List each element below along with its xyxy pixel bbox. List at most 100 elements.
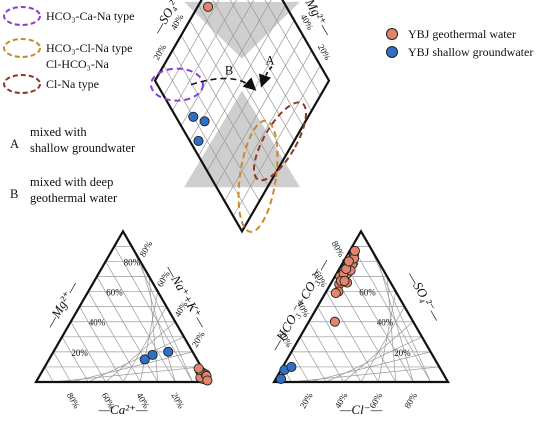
process-note-key: A	[10, 137, 19, 151]
axis-label-mg: —Mg²⁺—	[42, 278, 81, 331]
water-type-legend-ellipse	[3, 6, 41, 26]
anion-grid-line	[386, 276, 397, 383]
cation-grid-line	[148, 276, 159, 383]
anion-tick-label: 60%	[359, 288, 376, 298]
ellipse-hco3-cl-na	[237, 119, 279, 233]
shallow-point-diamond	[188, 111, 199, 122]
shallow-point-cation	[163, 346, 174, 357]
cation-grid-line	[87, 291, 141, 383]
anion-tick-label: 80%	[330, 239, 347, 259]
shallow-point-cation	[139, 354, 150, 365]
water-type-legend-ellipse	[3, 38, 41, 58]
process-note-text: geothermal water	[30, 191, 118, 205]
shade-upper	[184, 1, 300, 59]
axis-label-cl: —Cl⁻—	[339, 402, 383, 417]
shallow-point-diamond	[193, 135, 204, 146]
shade-lower	[184, 90, 300, 188]
cation-tick-label: 60%	[106, 288, 123, 298]
cation-grid-line	[122, 306, 167, 383]
process-note-text: shallow groundwater	[30, 141, 136, 155]
process-arrows: BA	[190, 54, 275, 91]
cation-grid-line	[44, 366, 54, 383]
diamond-grid-line	[163, 0, 220, 96]
arrow-process-a	[258, 66, 273, 88]
cation-tick-label: 20%	[169, 391, 186, 411]
cation-grid-line	[61, 336, 89, 383]
process-note-text: mixed with deep	[30, 175, 113, 189]
ellipse-hco3-ca-na	[150, 67, 204, 102]
diamond-tick-label: 20%	[316, 42, 333, 62]
diamond-grid-line	[172, 0, 237, 111]
anion-grid-line	[325, 291, 379, 383]
shallow-point-anion	[275, 373, 287, 385]
cation-tick-label: 80%	[137, 239, 154, 259]
geothermal-point-anion	[329, 316, 340, 327]
anion-grid-line	[360, 306, 405, 383]
geothermal-point-cation	[202, 375, 213, 386]
diamond-grid-line	[264, 0, 321, 96]
anion-tick-label: 80%	[402, 390, 419, 410]
cation-tick-label: 20%	[190, 329, 207, 349]
water-type-legend-ellipse	[3, 74, 41, 94]
diamond-tick-label: 60%	[186, 0, 203, 1]
cation-grid-line	[105, 261, 176, 383]
cation-grid-line	[53, 351, 72, 383]
cation-grid-line	[70, 321, 106, 383]
cation-tick-label: 20%	[71, 348, 88, 358]
water-type-legend-label: Cl-Na type	[46, 77, 99, 91]
geothermal-point-diamond	[203, 1, 214, 12]
shallow-point-cation	[147, 349, 158, 360]
geothermal-point-anion	[343, 256, 354, 267]
anion-tick-label: 20%	[298, 390, 315, 410]
cation-tick-label: 40%	[89, 318, 106, 328]
water-type-legend-label: HCO₃-Ca-Na type	[46, 9, 135, 23]
diamond-grid-line	[189, 0, 272, 142]
geothermal-point-cation	[193, 363, 204, 374]
anion-grid-line	[299, 336, 327, 383]
legend-marker	[386, 46, 398, 58]
legend-label: YBJ shallow groundwater	[408, 45, 533, 59]
process-note-text: mixed with	[30, 125, 87, 139]
anion-grid-line	[291, 351, 310, 383]
diamond-tick-label: 60%	[281, 0, 298, 2]
cation-grid-line	[131, 246, 193, 383]
water-type-ellipses	[150, 67, 307, 233]
arrow-label-a: A	[265, 54, 274, 68]
anion-grid-line	[351, 246, 431, 383]
cation-tick-label: 80%	[65, 391, 82, 411]
shallow-point-anion	[286, 361, 297, 372]
water-type-legend-label: HCO₃-Cl-Na type	[46, 41, 133, 55]
cation-triangle-frame	[34, 229, 212, 384]
cation-grid-line	[96, 276, 159, 383]
cation-grid-line	[113, 246, 193, 383]
data-points	[139, 1, 360, 386]
arrow-label-b: B	[225, 64, 233, 78]
diamond-shaded-regions	[184, 1, 300, 188]
tick-labels: 20%20%20%20%20%20%20%20%40%40%40%40%40%4…	[65, 0, 419, 411]
axis-label-ca: —Ca²⁺—	[97, 402, 147, 417]
axis-label-na-k: —Na⁺+K⁺—	[162, 262, 210, 331]
triangle-grids	[44, 0, 440, 383]
diamond-grid-line	[180, 0, 255, 127]
arrow-process-b	[190, 77, 257, 91]
anion-tick-label: 40%	[377, 318, 394, 328]
anion-grid-line	[308, 321, 344, 383]
ellipse-cl-na	[253, 101, 307, 182]
anion-grid-line	[317, 306, 362, 383]
shallow-point-diamond	[199, 116, 210, 127]
water-type-legend-label: Cl-HCO₃-Na	[46, 57, 110, 71]
diamond-grid-line	[229, 0, 304, 127]
legend-label: YBJ geothermal water	[408, 27, 516, 41]
diamond-grid-line	[247, 0, 312, 111]
anion-grid-line	[343, 261, 414, 383]
diamond-frame	[153, 0, 331, 234]
process-note-key: B	[10, 187, 18, 201]
geothermal-point-anion	[339, 275, 350, 287]
geothermal-point-anion	[349, 245, 360, 256]
anion-triangle-frame	[272, 229, 450, 384]
cation-grid-line	[79, 306, 124, 383]
anion-grid-line	[334, 276, 397, 383]
